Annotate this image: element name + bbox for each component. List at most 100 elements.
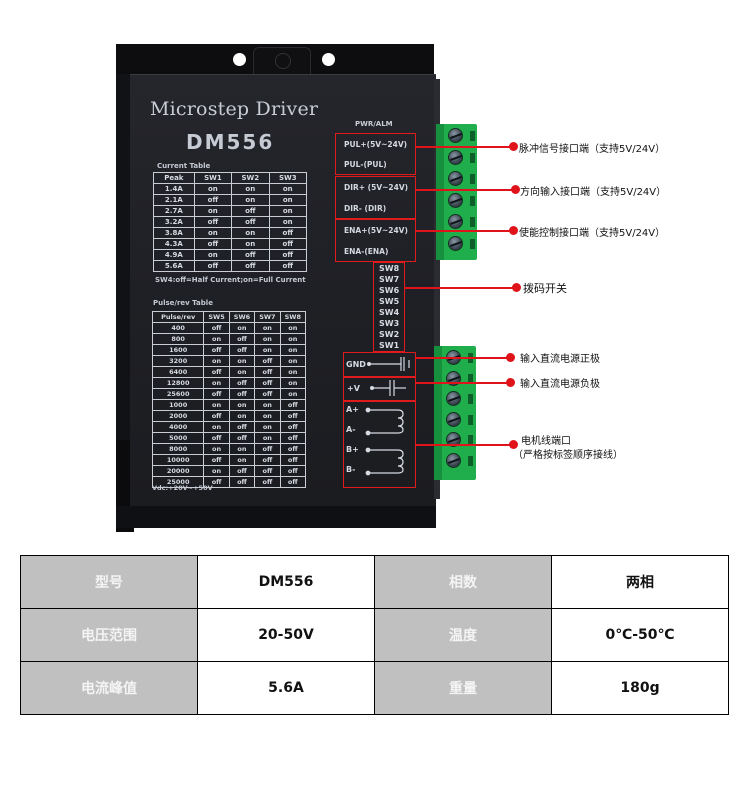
pulse_table-cell: on [254,410,281,422]
current_table-cell: off [193,238,233,250]
gnd-terminal-box [343,352,416,377]
pulse_table-cell: 800 [151,333,205,345]
pulse_table-cell: off [279,465,307,477]
pulse_table-cell: on [279,366,307,378]
current_table-cell: on [231,238,270,250]
spec-key: 温度 [374,608,552,662]
callout-dot-ena [509,226,518,235]
pulse_table-cell: on [228,322,256,334]
current_table-cell: on [268,183,308,195]
mounting-slot [253,47,311,75]
pulse_table-cell: on [254,333,281,345]
pulse_table-cell: on [279,355,307,367]
terminal-label-pul-plus: PUL+(5V~24V) [344,140,408,149]
sw4-note: SW4:off=Half Current;on=Full Current [155,276,306,284]
pulse_table-cell: on [254,432,281,444]
pulse_table-cell: on [279,333,307,345]
pulse_table-cell: on [228,366,256,378]
callout-positive: 输入直流电源正极 [520,354,600,365]
pulse_table-cell: on [203,465,230,477]
callout-line-positive [416,357,508,359]
callout-line-pul [416,146,512,148]
motor-label-a-plus: A+ [346,405,359,414]
current_table-cell: off [231,260,270,272]
current-table-caption: Current Table [157,162,211,170]
motor-label-b-plus: B+ [346,445,359,454]
current_table-cell: 4.9A [153,249,195,261]
dip-switch-label: SW6 [379,286,400,295]
terminal-label-ena-minus: ENA-(ENA) [344,247,389,256]
signal-terminal-screw-icon [448,149,463,165]
motor-terminal-box [343,400,416,488]
pulse_table-cell: off [228,465,256,477]
callout-dot-dip [512,283,521,292]
callout-line-dip [405,287,515,289]
pulse_table-cell: on [279,377,307,389]
pulse_table-cell: 1000 [151,399,205,411]
pulse_table-cell: off [203,322,230,334]
pulse_table-cell: 20000 [151,465,205,477]
power-terminal-wire-slot [468,435,473,445]
vplus-label: +V [347,384,360,393]
pulse_table-cell: on [279,388,307,400]
power-terminal-screw-icon [446,432,461,447]
mounting-flange-bottom [116,506,436,528]
pulse_table-cell: off [228,344,256,356]
current_table-cell: off [231,249,270,261]
pulse_table-cell: off [228,476,256,488]
spec-value: DM556 [197,555,375,609]
pulse_table-cell: off [254,355,281,367]
pul-terminal-box [335,133,416,175]
current_table-cell: off [268,238,308,250]
vplus-terminal-box [343,377,416,402]
pulse_table-cell: 400 [151,322,205,334]
current_table-cell: 3.8A [153,227,195,239]
spec-value: 20-50V [197,608,375,662]
dip-switch-label: SW8 [379,264,400,273]
callout-motor-note: （严格按标签顺序接线） [513,450,623,461]
pulse_table-cell: off [228,388,256,400]
callout-dot-negative [506,378,515,387]
callout-dot-positive [506,353,515,362]
motor-label-b-minus: B- [346,465,356,474]
spec-key: 电压范围 [20,608,198,662]
callout-dot-pul [509,142,518,151]
pulse_table-cell: on [203,333,230,345]
pulse_table-cell: on [254,399,281,411]
power-terminal-screw-icon [446,370,461,386]
pulse_table-cell: off [203,454,230,466]
current_table-cell: 3.2A [153,216,195,228]
current_table-cell: on [193,205,233,217]
pulse_table-cell: off [203,344,230,356]
current_table-cell: on [268,205,308,217]
ena-terminal-box [335,219,416,262]
current_table-cell: off [193,194,233,206]
pulse_table-cell: off [254,465,281,477]
signal-terminal-wire-slot [470,238,475,249]
pulse_table-cell: off [203,366,230,378]
device-model: DM556 [186,130,275,154]
power-terminal-screw-icon [446,452,461,468]
pulse_table-cell: off [203,432,230,444]
pulse_table-cell: on [228,399,256,411]
dip-switch-label: SW7 [379,275,400,284]
pulse_table-cell: on [254,344,281,356]
pulse_table-cell: 1600 [151,344,205,356]
pulse_table-cell: off [228,432,256,444]
signal-terminal-screw-icon [448,171,463,186]
pulse_table-cell: off [279,476,307,488]
pulse_table-cell: off [203,410,230,422]
current_table-cell: on [193,227,233,239]
